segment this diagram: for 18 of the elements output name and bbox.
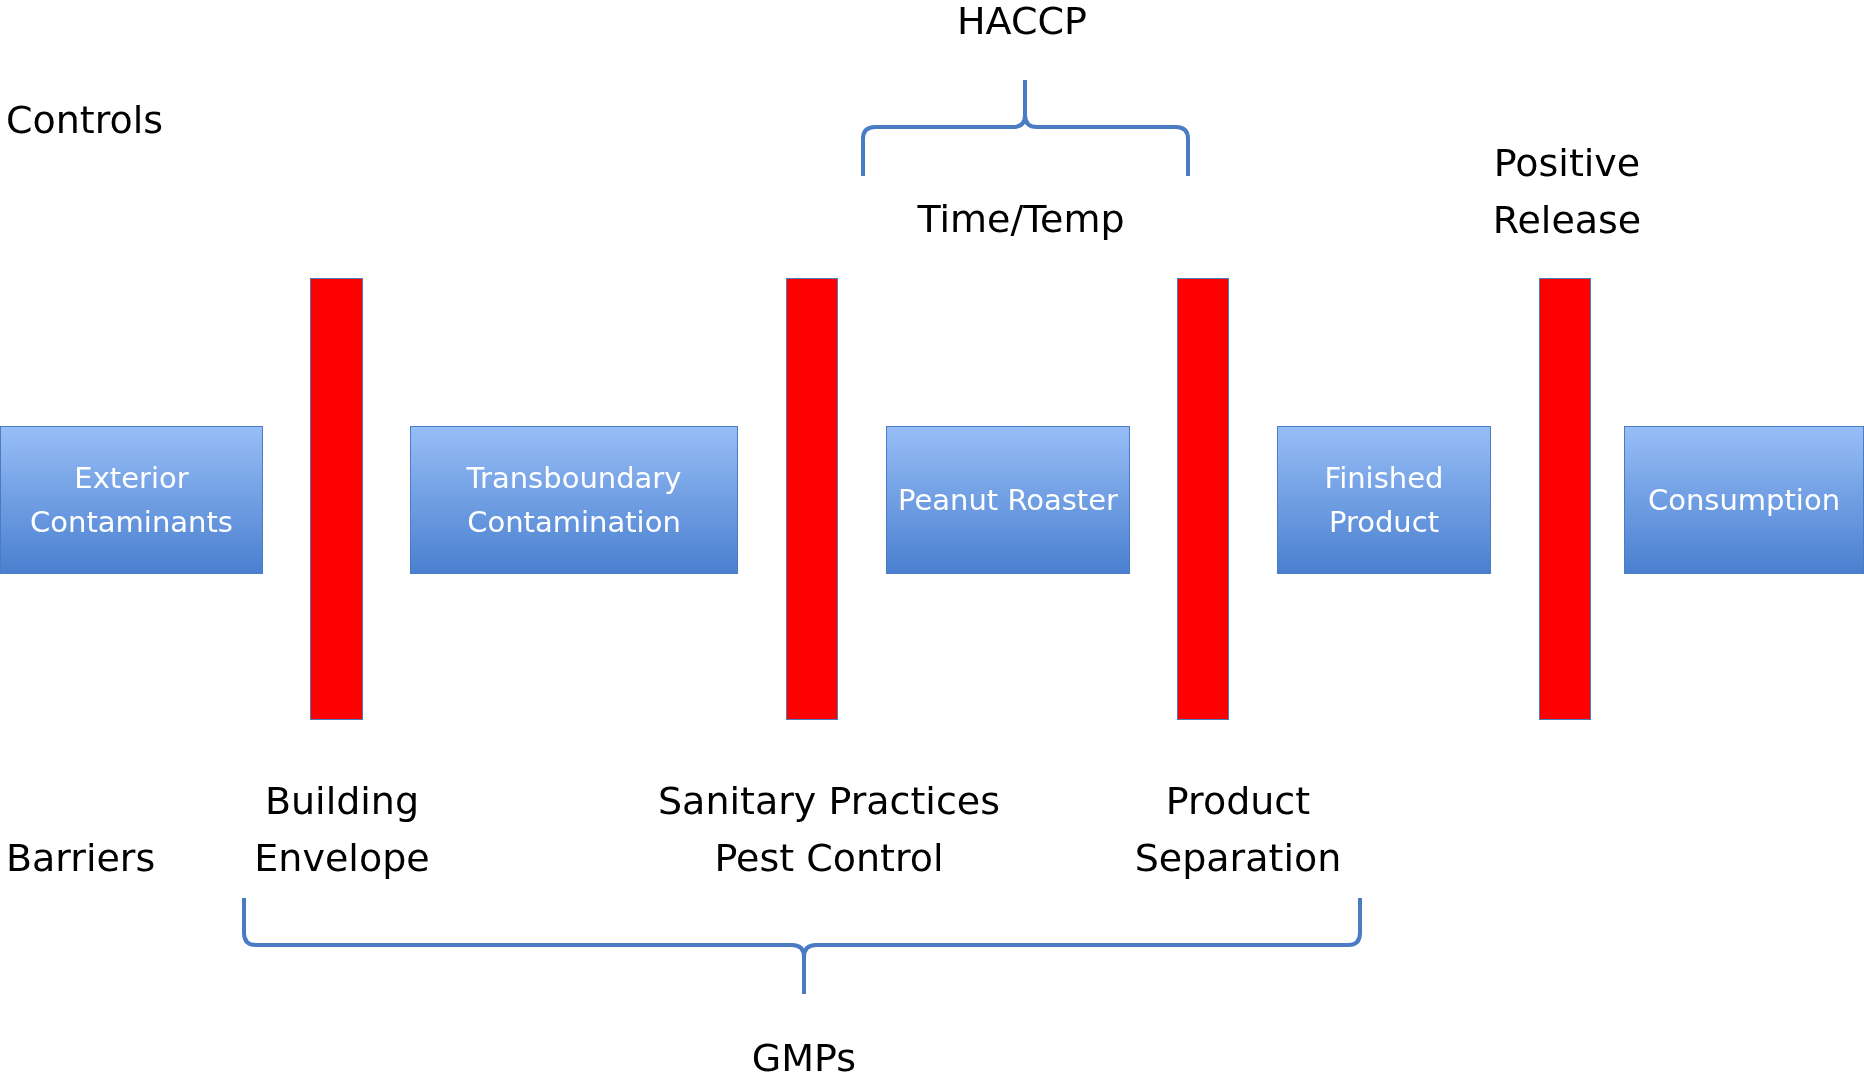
process-box: Finished Product bbox=[1277, 426, 1491, 574]
label-text: GMPs bbox=[750, 1034, 858, 1082]
process-box: Transboundary Contamination bbox=[410, 426, 738, 574]
label-text: Sanitary Practices Pest Control bbox=[657, 778, 1001, 882]
barrier-bar bbox=[1177, 278, 1229, 720]
process-box: Exterior Contaminants bbox=[0, 426, 263, 574]
label-text: Controls bbox=[6, 96, 164, 144]
barrier-bar bbox=[1539, 278, 1591, 720]
label-text: Barriers bbox=[6, 834, 156, 882]
label-text: Positive Release bbox=[1491, 140, 1643, 244]
process-box: Consumption bbox=[1624, 426, 1864, 574]
barrier-bar bbox=[310, 278, 363, 720]
barrier-bar bbox=[786, 278, 838, 720]
label-text: Building Envelope bbox=[253, 778, 431, 882]
process-box: Peanut Roaster bbox=[886, 426, 1130, 574]
label-text: Time/Temp bbox=[916, 195, 1126, 243]
label-text: Product Separation bbox=[1133, 778, 1343, 882]
label-text: HACCP bbox=[956, 0, 1088, 45]
